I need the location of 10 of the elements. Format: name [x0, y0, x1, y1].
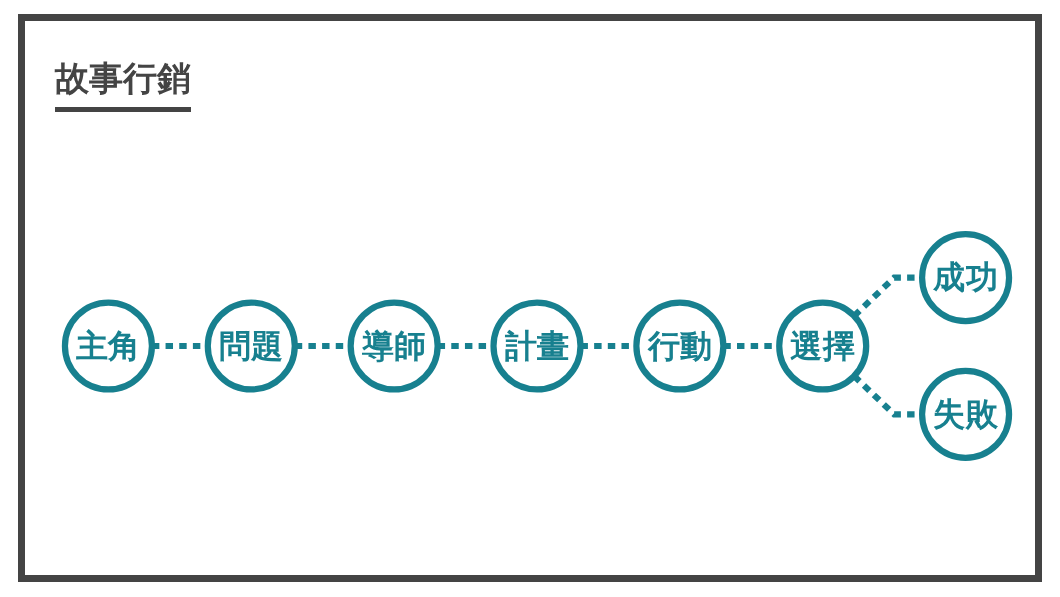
node-circle — [919, 367, 1013, 461]
title: 故事行銷 — [55, 57, 191, 112]
node-circle — [61, 299, 155, 393]
node-circle — [490, 299, 584, 393]
node-circle — [776, 299, 870, 393]
node-circle — [204, 299, 298, 393]
node-circle — [347, 299, 441, 393]
node-circle — [919, 231, 1013, 325]
node-circle — [633, 299, 727, 393]
border-frame: 故事行銷 主角 問題 導師 計畫 行動 選擇 成功 失敗 — [18, 14, 1042, 582]
